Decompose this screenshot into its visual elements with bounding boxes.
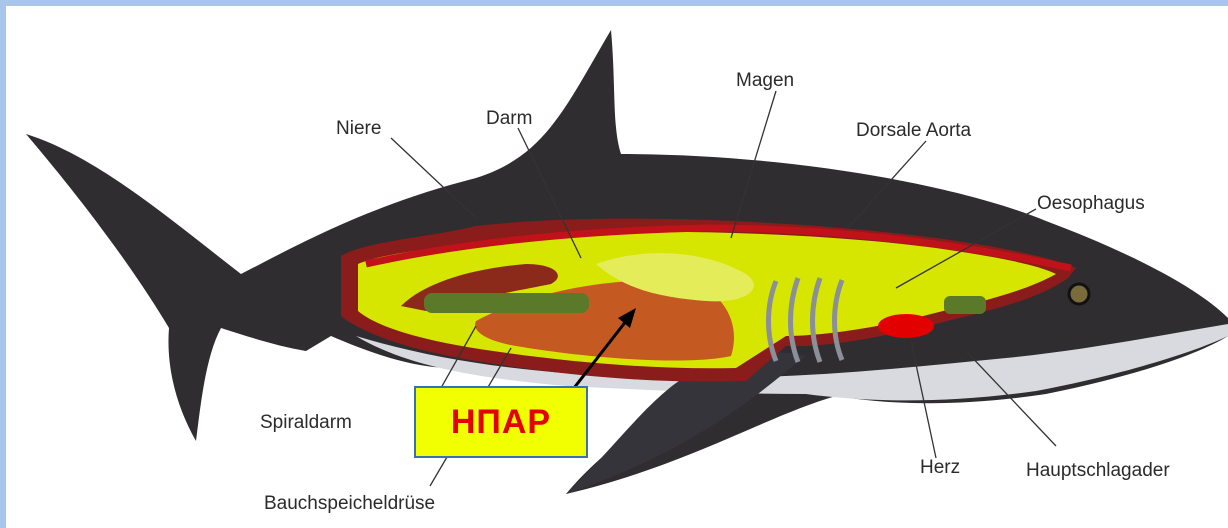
- shark-anatomy-diagram: Niere Darm Magen Dorsale Aorta Oesophagu…: [6, 6, 1228, 528]
- shark-eye: [1069, 284, 1089, 304]
- spiral-intestine: [424, 293, 589, 313]
- heart: [878, 314, 934, 338]
- label-niere: Niere: [336, 118, 381, 139]
- label-spiraldarm: Spiraldarm: [260, 412, 352, 433]
- label-dorsale-aorta: Dorsale Aorta: [856, 120, 972, 141]
- label-herz: Herz: [920, 457, 960, 478]
- label-bauchspeicheldruese: Bauchspeicheldrüse: [264, 493, 435, 514]
- label-hauptschlagader: Hauptschlagader: [1026, 460, 1170, 481]
- diagram-frame: Niere Darm Magen Dorsale Aorta Oesophagu…: [6, 6, 1228, 528]
- label-oesophagus: Oesophagus: [1037, 193, 1145, 214]
- oesophagus: [944, 296, 986, 314]
- callout-label: НПАР: [451, 403, 551, 442]
- callout-box: НПАР: [414, 386, 588, 458]
- label-magen: Magen: [736, 70, 794, 91]
- label-darm: Darm: [486, 108, 532, 129]
